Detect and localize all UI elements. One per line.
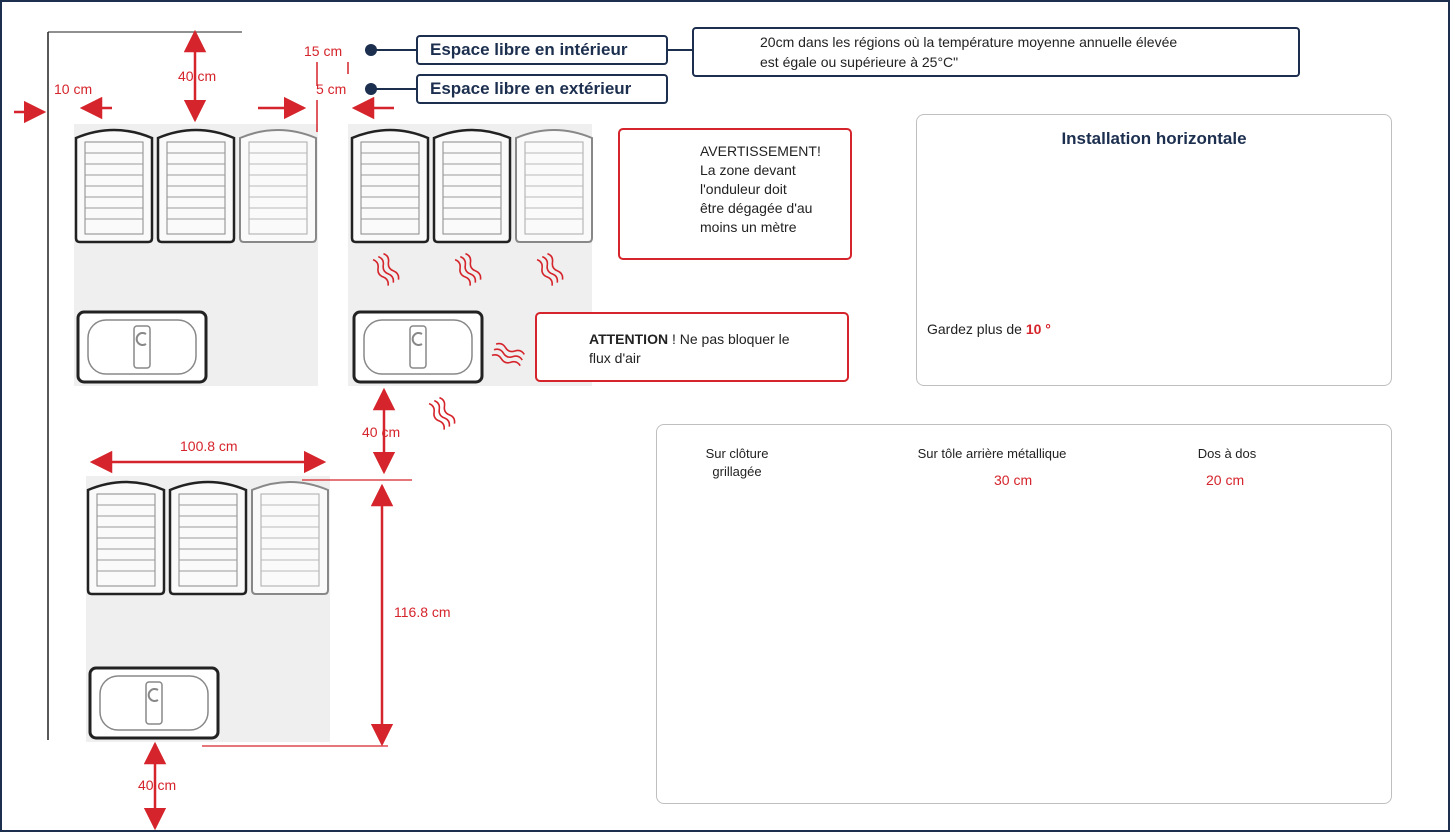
dim-5cm: 5 cm xyxy=(316,81,347,97)
outdoor-clearance-text: Espace libre en extérieur xyxy=(430,79,632,98)
dim-top-40cm: 40 cm xyxy=(178,68,217,84)
dim-metal-gap: 30 cm xyxy=(994,472,1033,488)
fence-caption-line-1: Sur clôture xyxy=(705,446,769,461)
indoor-clearance-label: Espace libre en intérieur xyxy=(416,35,668,65)
indoor-clearance-text: Espace libre en intérieur xyxy=(430,40,628,59)
outdoor-clearance-label: Espace libre en extérieur xyxy=(416,74,668,104)
dim-width: 100.8 cm xyxy=(180,438,238,454)
attention-box: ATTENTION ! Ne pas bloquer le flux d'air xyxy=(535,312,849,382)
attention-text-2: flux d'air xyxy=(589,350,641,366)
fence-caption: Sur clôture grillagée xyxy=(677,445,797,481)
keep-angle-value: 10 ° xyxy=(1025,321,1051,337)
mounting-scenarios-card: Sur clôture grillagée Sur tôle arrière m… xyxy=(656,424,1392,804)
dim-10cm: 10 cm xyxy=(54,81,93,97)
dim-height: 116.8 cm xyxy=(394,604,451,620)
keep-angle-label: Gardez plus de 10 ° xyxy=(927,321,1051,337)
keep-angle-text: Gardez plus de xyxy=(927,321,1026,337)
warning-line-1: La zone devant xyxy=(700,162,796,178)
warning-box: AVERTISSEMENT! La zone devant l'onduleur… xyxy=(618,128,852,260)
warning-line-3: être dégagée d'au xyxy=(700,200,813,216)
note-line-1: 20cm dans les régions où la température … xyxy=(760,34,1178,50)
fence-caption-line-2: grillagée xyxy=(712,464,762,479)
warning-title: AVERTISSEMENT! xyxy=(700,143,821,159)
metal-caption: Sur tôle arrière métallique xyxy=(917,446,1067,461)
dim-back-gap: 20 cm xyxy=(1206,472,1245,488)
horizontal-installation-card: Installation horizontale Gardez plus de … xyxy=(916,114,1392,386)
back-to-back-caption: Dos à dos xyxy=(1197,446,1257,461)
note-line-2: est égale ou supérieure à 25°C" xyxy=(760,54,959,70)
dim-mid-40cm: 40 cm xyxy=(362,424,401,440)
warning-line-4: moins un mètre xyxy=(700,219,797,235)
horizontal-title: Installation horizontale xyxy=(1061,129,1247,148)
attention-title: ATTENTION xyxy=(589,331,669,347)
warning-line-2: l'onduleur doit xyxy=(700,181,787,197)
temperature-note: 20cm dans les régions où la température … xyxy=(692,27,1300,77)
dim-15cm: 15 cm xyxy=(304,43,343,59)
attention-text-1: ! Ne pas bloquer le xyxy=(668,331,790,347)
dim-bottom-40cm: 40 cm xyxy=(138,777,177,793)
